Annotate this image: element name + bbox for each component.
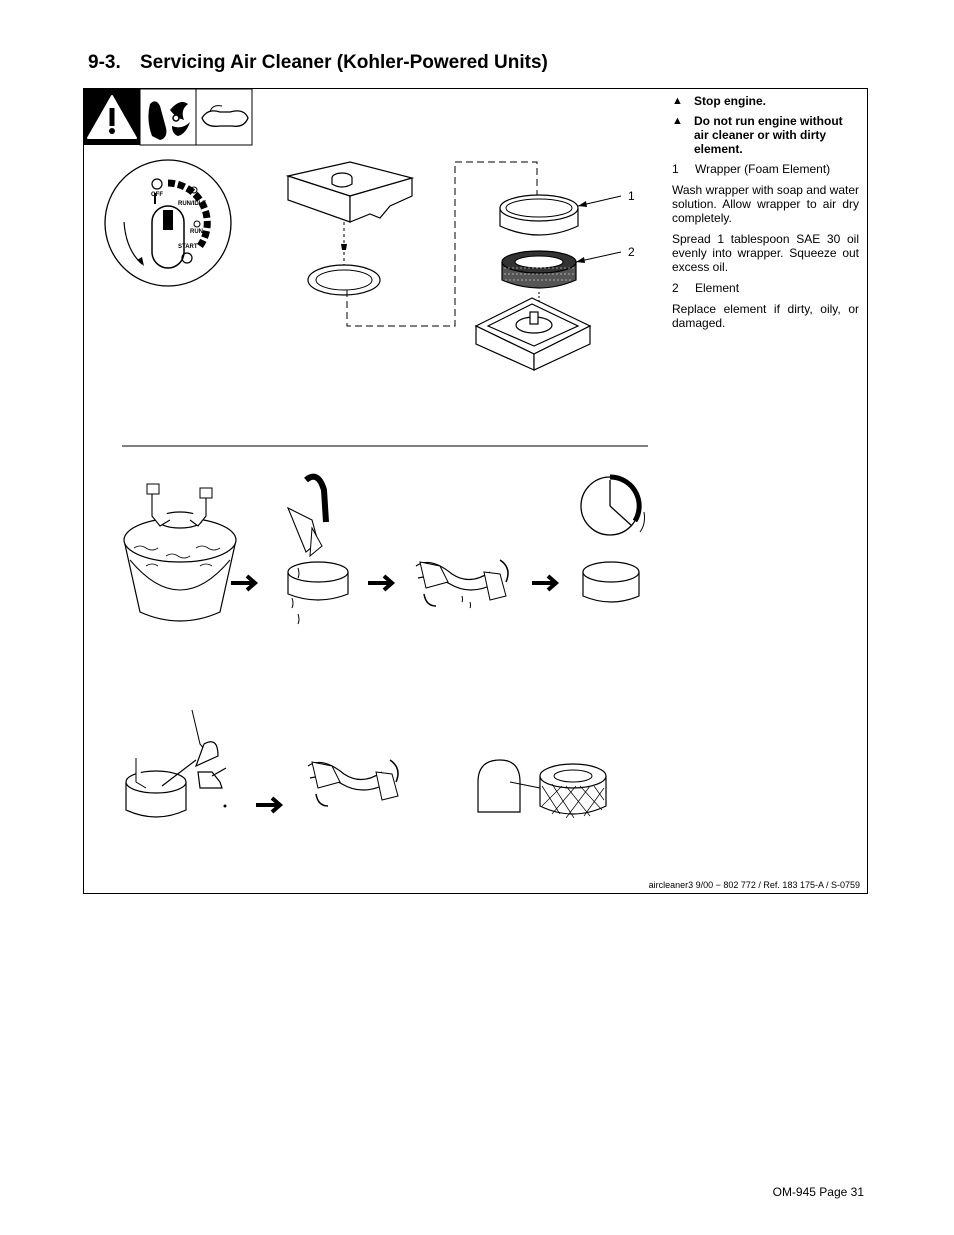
warning-triangle-icon	[84, 89, 140, 145]
warning-bullet-icon: ▲	[672, 95, 683, 107]
replacement-element-illustration	[539, 763, 607, 819]
oil-can-icon	[197, 767, 227, 808]
switch-label-run: RUN	[190, 229, 203, 235]
foam-wrapper	[499, 194, 579, 236]
warning-text: Stop engine.	[694, 94, 766, 108]
figure-reference: aircleaner3 9/00 − 802 772 / Ref. 183 17…	[648, 880, 860, 890]
arrow-right-icon	[368, 574, 396, 592]
dry-wrapper-illustration	[582, 561, 640, 603]
ignition-switch-icon: OFF RUN/IDLE RUN START	[104, 159, 232, 287]
air-cleaner-base	[474, 297, 592, 371]
section-number: 9-3.	[88, 52, 121, 73]
warning-text: Do not run engine without air cleaner or…	[694, 114, 843, 156]
oil-wrapper-illustration	[125, 709, 219, 818]
item-heading: 2 Element	[672, 281, 859, 295]
instruction-panel: ▲ Stop engine. ▲ Do not run engine witho…	[672, 94, 859, 337]
rinse-wrapper-illustration	[286, 473, 349, 625]
switch-label-off: OFF	[151, 192, 163, 198]
squeeze-wrapper-illustration	[415, 559, 509, 609]
instruction-paragraph: Replace element if dirty, oily, or damag…	[672, 302, 859, 330]
warning-bullet-icon: ▲	[672, 115, 683, 127]
gasket-ring	[307, 264, 381, 296]
figure-frame	[83, 88, 868, 894]
instruction-paragraph: Spread 1 tablespoon SAE 30 oil evenly in…	[672, 232, 859, 274]
section-heading: 9-3. Servicing Air Cleaner (Kohler-Powere…	[88, 52, 548, 74]
safety-glasses-icon	[195, 88, 253, 146]
item-label: Wrapper (Foam Element)	[695, 162, 831, 176]
arrow-right-icon	[256, 796, 284, 814]
item-label: Element	[695, 281, 740, 295]
head-profile-icon	[477, 759, 541, 813]
air-cleaner-cover	[285, 161, 415, 223]
hand-entanglement-icon	[139, 88, 197, 146]
warning-item: ▲ Stop engine.	[672, 94, 859, 108]
squeeze-excess-oil-illustration	[307, 759, 399, 807]
item-number: 2	[672, 281, 679, 295]
callout-1: 1	[628, 189, 635, 203]
switch-label-run-idle: RUN/IDLE	[178, 201, 206, 207]
instruction-paragraph: Wash wrapper with soap and water solutio…	[672, 183, 859, 225]
arrow-right-icon	[532, 574, 560, 592]
switch-label-start: START	[178, 244, 198, 250]
timer-clock-icon	[580, 474, 645, 536]
arrow-right-icon	[231, 574, 259, 592]
callout-2: 2	[628, 245, 635, 259]
item-number: 1	[672, 162, 679, 176]
wash-bucket-illustration	[123, 483, 237, 622]
paper-element	[501, 250, 577, 289]
item-heading: 1 Wrapper (Foam Element)	[672, 162, 859, 176]
page-footer: OM-945 Page 31	[772, 1185, 864, 1199]
section-title: Servicing Air Cleaner (Kohler-Powered Un…	[140, 52, 548, 73]
warning-item: ▲ Do not run engine without air cleaner …	[672, 114, 859, 156]
